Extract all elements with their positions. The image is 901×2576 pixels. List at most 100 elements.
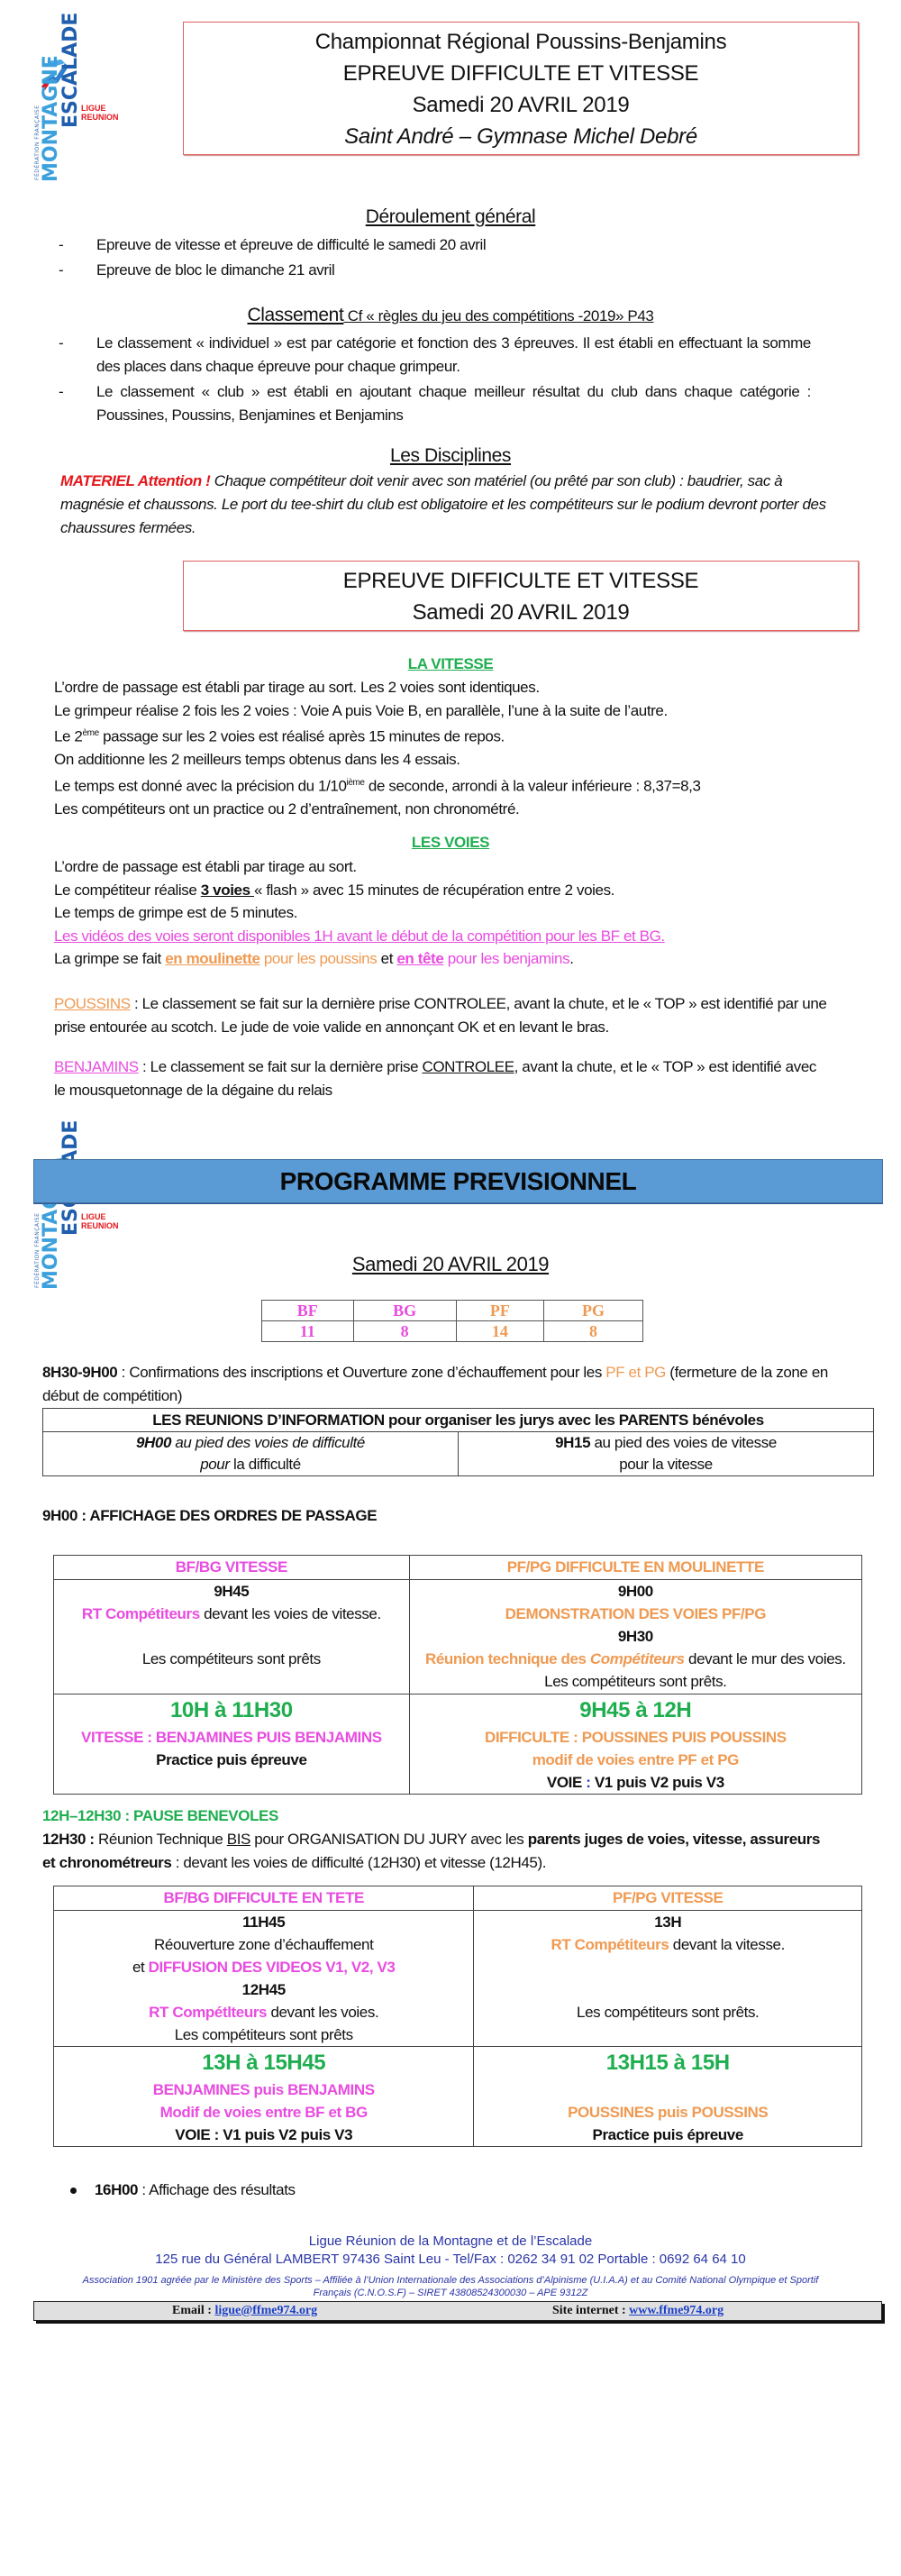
- morning-header-bfbg: BF/BG VITESSE: [53, 1555, 410, 1580]
- table-row: 13H à 15H45 BENJAMINES puis BENJAMINS Mo…: [52, 2046, 862, 2147]
- afternoon-bfbg-slot-time: 13H à 15H45: [202, 2051, 326, 2075]
- footer-site: Site internet : www.ffme974.org: [552, 2302, 724, 2320]
- voies-poussins: pour les poussins: [259, 950, 378, 967]
- voie-colon: :: [586, 1774, 591, 1791]
- results-time: 16H00: [95, 2181, 139, 2198]
- header-event: EPREUVE DIFFICULTE ET VITESSE: [342, 61, 699, 86]
- rt-text: devant les voies de vitesse.: [199, 1605, 381, 1622]
- reunion-difficulte-text: au pied des voies de difficulté: [171, 1434, 365, 1451]
- afternoon-pfpg-slot: 13H15 à 15H POUSSINES puis POUSSINS Prac…: [473, 2046, 862, 2147]
- rt-text: devant les voies.: [267, 2004, 379, 2021]
- disciplines-title-text: Les Disciplines: [389, 445, 512, 466]
- voies-line5-pre: La grimpe se fait: [54, 950, 166, 967]
- deroulement-title-text: Déroulement général: [365, 206, 536, 227]
- header-date: Samedi 20 AVRIL 2019: [412, 93, 630, 117]
- voie-label: VOIE: [546, 1774, 587, 1791]
- afternoon-bfbg-slot-desc: BENJAMINES puis BENJAMINS: [152, 2081, 375, 2098]
- confirm-categories: PF et PG: [605, 1364, 666, 1381]
- rt-competiteurs: RT Compétlteurs: [149, 2004, 268, 2021]
- classement-title-main: Classement: [247, 305, 344, 325]
- voies-title: LES VOIES: [0, 834, 901, 852]
- footer-address: 125 rue du Général LAMBERT 97436 Saint L…: [155, 2252, 746, 2267]
- table-row: BF BG PF PG: [261, 1300, 643, 1321]
- reunion-vitesse-time: 9H15: [555, 1434, 591, 1451]
- programme-date: Samedi 20 AVRIL 2019: [0, 1253, 901, 1276]
- epreuve-title-box: EPREUVE DIFFICULTE ET VITESSE Samedi 20 …: [183, 561, 859, 631]
- benjamins-controlee: CONTROLEE: [422, 1058, 514, 1075]
- morning-bfbg-slot-desc: VITESSE : BENJAMINES PUIS BENJAMINS: [81, 1729, 382, 1746]
- rt-competiteurs: RT Compétiteurs: [551, 1936, 669, 1953]
- reunion-competiteurs: Compétiteurs: [589, 1650, 685, 1667]
- voies-line2-bold: 3 voies: [200, 881, 254, 899]
- footer-email: Email : ligue@ffme974.org: [172, 2302, 317, 2320]
- list-item: Le classement « individuel » est par cat…: [54, 332, 811, 379]
- afternoon-pfpg-slot-note: Practice puis épreuve: [592, 2126, 744, 2143]
- morning-pfpg-demo: DEMONSTRATION DES VOIES PF/PG: [505, 1605, 767, 1622]
- afternoon-bfbg-time2: 12H45: [241, 1981, 287, 1998]
- afternoon-pfpg-rt: RT Compétiteurs devant la vitesse.: [479, 1933, 856, 1956]
- logo-escalade-text: ESCALADE: [59, 12, 82, 128]
- vitesse-line: On additionne les 2 meilleurs temps obte…: [54, 751, 460, 769]
- voies-et: et: [377, 950, 397, 967]
- morning-bfbg-slot: 10H à 11H30 VITESSE : BENJAMINES PUIS BE…: [53, 1694, 410, 1795]
- vitesse-line5-post: de seconde, arrondi à la valeur inférieu…: [364, 777, 701, 795]
- reunion-technique: Réunion technique des: [424, 1650, 590, 1667]
- footer-org: Ligue Réunion de la Montagne et de l’Esc…: [308, 2233, 593, 2249]
- reunion-difficulte-pour: pour: [200, 1456, 230, 1473]
- category-count-table: BF BG PF PG 11 8 14 8: [261, 1300, 643, 1342]
- voies-line: Le temps de grimpe est de 5 minutes.: [54, 904, 298, 921]
- afternoon-bfbg-rt: RT Compétlteurs devant les voies.: [59, 2001, 468, 2023]
- count-value-pg: 8: [543, 1320, 643, 1342]
- classement-title: Classement Cf « règles du jeu des compét…: [0, 305, 901, 326]
- voies-title-text: LES VOIES: [411, 834, 490, 851]
- footer: Ligue Réunion de la Montagne et de l’Esc…: [0, 2233, 901, 2299]
- schedule-table-morning: BF/BG VITESSE PF/PG DIFFICULTE EN MOULIN…: [53, 1555, 863, 1795]
- afternoon-bfbg-time1: 11H45: [242, 1914, 286, 1931]
- voies-line: Le compétiteur réalise 3 voies « flash »…: [54, 879, 847, 902]
- mountain-logo-mark: [41, 59, 68, 90]
- table-row: BF/BG DIFFICULTE EN TETE PF/PG VITESSE: [52, 1886, 862, 1911]
- results-text: : Affichage des résultats: [138, 2181, 296, 2198]
- schedule-table-afternoon: BF/BG DIFFICULTE EN TETE PF/PG VITESSE 1…: [52, 1886, 862, 2147]
- vitesse-line5-pre: Le temps est donné avec la précision du …: [54, 777, 347, 795]
- morning-pfpg-cell: 9H00 DEMONSTRATION DES VOIES PF/PG 9H30 …: [408, 1579, 863, 1694]
- site-link[interactable]: www.ffme974.org: [629, 2304, 724, 2317]
- reunions-header: LES REUNIONS D’INFORMATION pour organise…: [42, 1408, 874, 1432]
- email-link[interactable]: ligue@ffme974.org: [214, 2304, 318, 2317]
- header-venue: Saint André – Gymnase Michel Debré: [344, 124, 697, 149]
- morning-pfpg-time2: 9H30: [617, 1628, 653, 1645]
- vitesse-line: Le grimpeur réalise 2 fois les 2 voies :…: [54, 701, 668, 719]
- afternoon-bfbg-slot-modif: Modif de voies entre BF et BG: [159, 2104, 369, 2121]
- poussins-text: : Le classement se fait sur la dernière …: [54, 995, 827, 1036]
- afternoon-pfpg-cell: 13H RT Compétiteurs devant la vitesse. L…: [473, 1910, 862, 2047]
- afternoon-pfpg-ready: Les compétiteurs sont prêts.: [577, 2004, 760, 2021]
- vitesse-title: LA VITESSE: [0, 655, 901, 673]
- morning-pfpg-slot-voie: VOIE : V1 puis V2 puis V3: [415, 1771, 856, 1794]
- benjamins-text-pre: : Le classement se fait sur la dernière …: [138, 1058, 423, 1075]
- reunion-vitesse-text: au pied des voies de vitesse: [590, 1434, 777, 1451]
- rt-bis-text2: pour ORGANISATION DU JURY avec les: [250, 1831, 528, 1848]
- afternoon-bfbg-slot-voie: VOIE : V1 puis V2 puis V3: [175, 2126, 353, 2143]
- deroulement-title: Déroulement général: [0, 206, 901, 228]
- vitesse-line: Les compétiteurs ont un practice ou 2 d’…: [54, 799, 520, 818]
- list-item: Epreuve de bloc le dimanche 21 avril: [54, 258, 829, 283]
- voies-line: L’ordre de passage est établi par tirage…: [54, 858, 357, 875]
- voies-moulinette: en moulinette: [165, 950, 260, 967]
- footer-contact-bar: Email : ligue@ffme974.org Site internet …: [33, 2301, 882, 2321]
- voies-rules: L’ordre de passage est établi par tirage…: [54, 855, 847, 971]
- footer-legal-2: Français (C.N.O.S.F) – SIRET 43808524300…: [313, 2288, 588, 2298]
- count-header-bf: BF: [261, 1300, 354, 1321]
- vitesse-line3-sup: ème: [82, 728, 100, 738]
- count-value-bg: 8: [352, 1320, 457, 1342]
- rt-bis-time: 12H30 :: [42, 1831, 95, 1848]
- voies-end: .: [569, 950, 574, 967]
- count-header-pg: PG: [543, 1300, 643, 1321]
- afternoon-bfbg-reouverture: Réouverture zone d’échauffement: [154, 1936, 374, 1953]
- benjamins-label: BENJAMINS: [54, 1058, 139, 1075]
- morning-pfpg-slot-modif: modif de voies entre PF et PG: [532, 1751, 740, 1768]
- list-item: Le classement « club » est établi en ajo…: [54, 380, 811, 427]
- classement-title-ref: Cf « règles du jeu des compétitions -201…: [343, 307, 654, 324]
- vitesse-line3-pre: Le 2: [54, 727, 83, 745]
- table-row: 11 8 14 8: [261, 1320, 643, 1342]
- voies-en-tete: en tête: [396, 950, 444, 967]
